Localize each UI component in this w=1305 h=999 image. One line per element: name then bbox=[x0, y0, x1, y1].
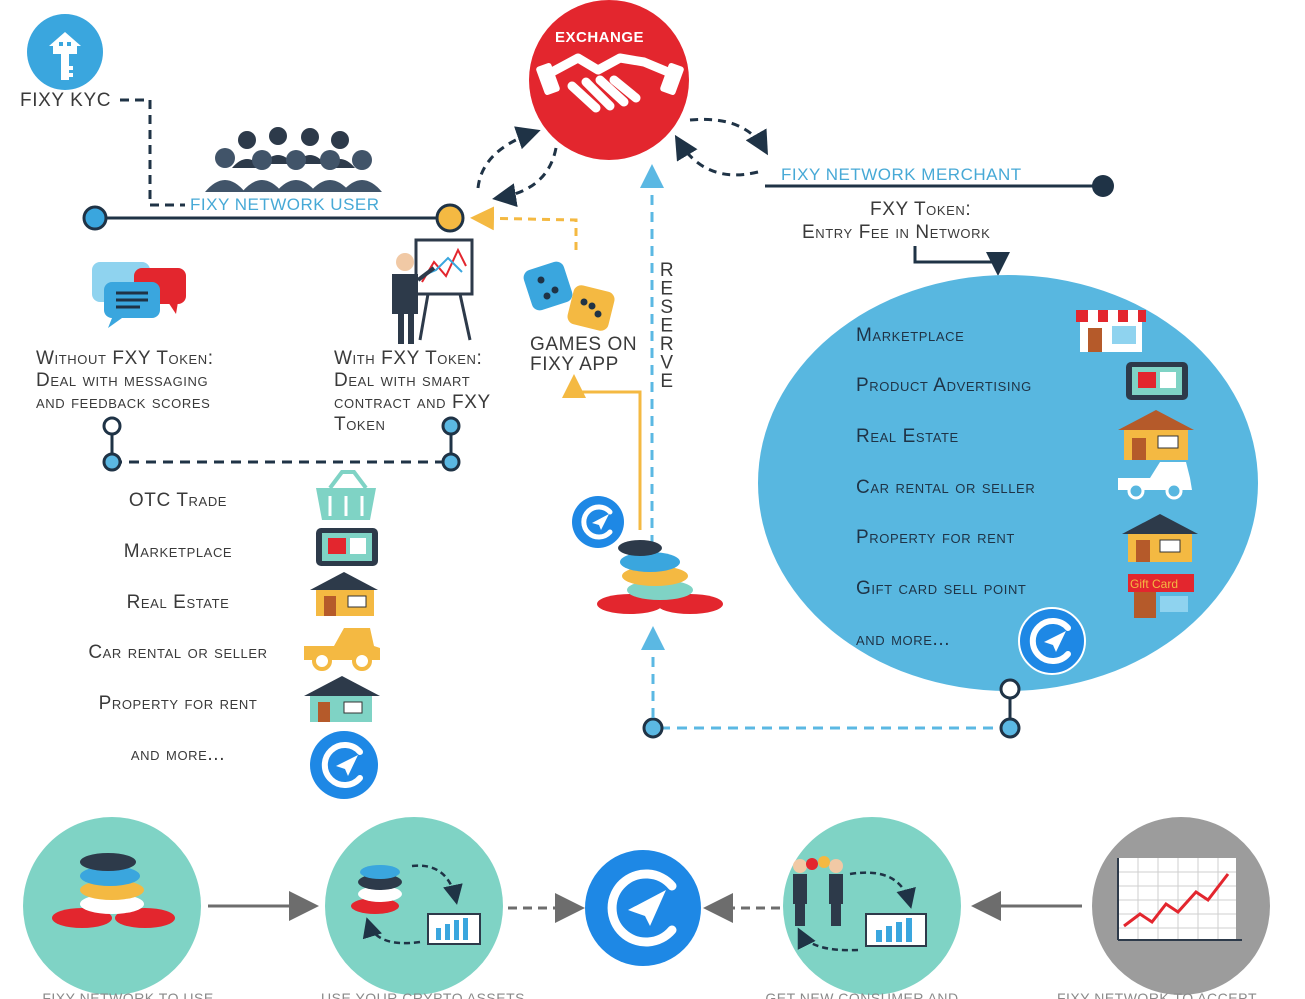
reserve-letter: R bbox=[660, 260, 674, 281]
bottom-caption: GET NEW CONSUMER AND bbox=[765, 990, 958, 999]
user-service-label: and more... bbox=[131, 744, 225, 765]
without-line3: and feedback scores bbox=[36, 392, 210, 413]
merchant-service-label: Car rental or seller bbox=[856, 477, 1035, 498]
reserve-fixy-logo-icon bbox=[572, 496, 624, 548]
merchant-reserve-node bbox=[999, 717, 1021, 739]
without-node bbox=[102, 416, 122, 436]
users-group-icon bbox=[205, 127, 382, 192]
user-service-label: OTC Trade bbox=[129, 490, 227, 511]
user-service-label: Marketplace bbox=[124, 541, 232, 562]
reserve-letter: E bbox=[660, 371, 673, 392]
shop-awning-icon bbox=[1076, 310, 1146, 352]
with-line4: Token bbox=[334, 414, 385, 435]
real-estate-house-small-icon bbox=[310, 572, 378, 616]
reserve-letter: E bbox=[660, 279, 673, 300]
merchant-circle-bottom-node bbox=[999, 678, 1021, 700]
property-house-icon bbox=[1122, 514, 1198, 562]
coin-stack-icon bbox=[597, 540, 723, 614]
presenter-board-icon bbox=[392, 238, 474, 344]
user-service-label: Car rental or seller bbox=[88, 642, 267, 663]
property-house-small-icon bbox=[304, 676, 380, 722]
merchant-service-label: Marketplace bbox=[856, 325, 964, 346]
chat-bubbles-icon bbox=[92, 262, 186, 328]
merchant-service-label: Property for rent bbox=[856, 527, 1015, 548]
reserve-letter: E bbox=[660, 316, 673, 337]
exchange-to-merchant-arrow bbox=[689, 117, 768, 156]
games-line2: FIXY APP bbox=[530, 354, 619, 375]
bottom-caption: USE YOUR CRYPTO ASSETS bbox=[321, 990, 525, 999]
bottom-coins-circle bbox=[23, 817, 201, 995]
pickup-truck-icon bbox=[304, 628, 380, 671]
merchant-service-label: and more... bbox=[856, 629, 950, 650]
user-fixy-logo-icon bbox=[310, 731, 378, 799]
exchange-label: EXCHANGE bbox=[555, 29, 644, 46]
merchant-service-label: Product Advertising bbox=[856, 375, 1032, 396]
bottom-assets-cycle-circle bbox=[325, 817, 503, 995]
car-icon bbox=[1118, 462, 1192, 500]
merchant-entry-arrow bbox=[913, 246, 1010, 276]
reserve-letter: S bbox=[660, 297, 673, 318]
without-line1: Without FXY Token: bbox=[36, 348, 214, 369]
bottom-caption: FIXY NETWORK TO USE bbox=[42, 990, 213, 999]
user-to-exchange-arrow bbox=[476, 126, 541, 189]
kyc-lock-icon bbox=[27, 14, 103, 90]
merchant-line-end-node bbox=[1092, 175, 1114, 197]
merchant-service-label: Real Estate bbox=[856, 426, 959, 447]
bottom-growth-chart-circle bbox=[1092, 817, 1270, 995]
merchant-fixy-logo-icon bbox=[1018, 607, 1086, 675]
with-node bbox=[441, 416, 461, 436]
exchange-to-user-arrow bbox=[492, 147, 558, 207]
bottom-fixy-logo-icon bbox=[585, 850, 701, 966]
user-service-label: Real Estate bbox=[127, 592, 230, 613]
reserve-letter: V bbox=[660, 353, 673, 374]
gift-card-text: Gift Card bbox=[1130, 577, 1178, 591]
real-estate-house-icon bbox=[1118, 410, 1194, 460]
reserve-to-games-arrow bbox=[562, 374, 642, 530]
reserve-bottom-node bbox=[642, 717, 664, 739]
games-to-user-arrow bbox=[470, 206, 578, 250]
basket-icon bbox=[316, 470, 376, 520]
with-line1: With FXY Token: bbox=[334, 348, 482, 369]
gift-card-icon: Gift Card bbox=[1128, 574, 1194, 618]
merchant-to-exchange-arrow bbox=[674, 134, 759, 177]
bracket-right-node bbox=[441, 452, 461, 472]
user-line-end-node bbox=[435, 203, 465, 233]
dice-icon bbox=[523, 261, 615, 331]
kyc-label: FIXY KYC bbox=[20, 90, 111, 111]
user-line-start-node bbox=[82, 205, 108, 231]
user-label: FIXY NETWORK USER bbox=[190, 195, 380, 214]
merchant-token-line2: Entry Fee in Network bbox=[802, 222, 990, 243]
advertising-tablet-icon bbox=[1126, 362, 1188, 400]
merchant-token-line1: FXY Token: bbox=[870, 199, 971, 220]
merchant-label: FIXY NETWORK MERCHANT bbox=[781, 165, 1022, 184]
bottom-caption: FIXY NETWORK TO ACCEPT bbox=[1057, 990, 1257, 999]
kyc-connector bbox=[120, 98, 185, 207]
bracket-left-node bbox=[102, 452, 122, 472]
without-line2: Deal with messaging bbox=[36, 370, 208, 391]
with-line2: Deal with smart bbox=[334, 370, 470, 391]
reserve-letter: R bbox=[660, 334, 674, 355]
bottom-consumer-circle bbox=[783, 817, 961, 995]
marketplace-tablet-icon bbox=[316, 528, 378, 566]
exchange-handshake-icon bbox=[529, 0, 689, 160]
user-service-label: Property for rent bbox=[99, 693, 258, 714]
games-line1: GAMES ON bbox=[530, 334, 637, 355]
with-line3: contract and FXY bbox=[334, 392, 491, 413]
merchant-service-label: Gift card sell point bbox=[856, 578, 1026, 599]
